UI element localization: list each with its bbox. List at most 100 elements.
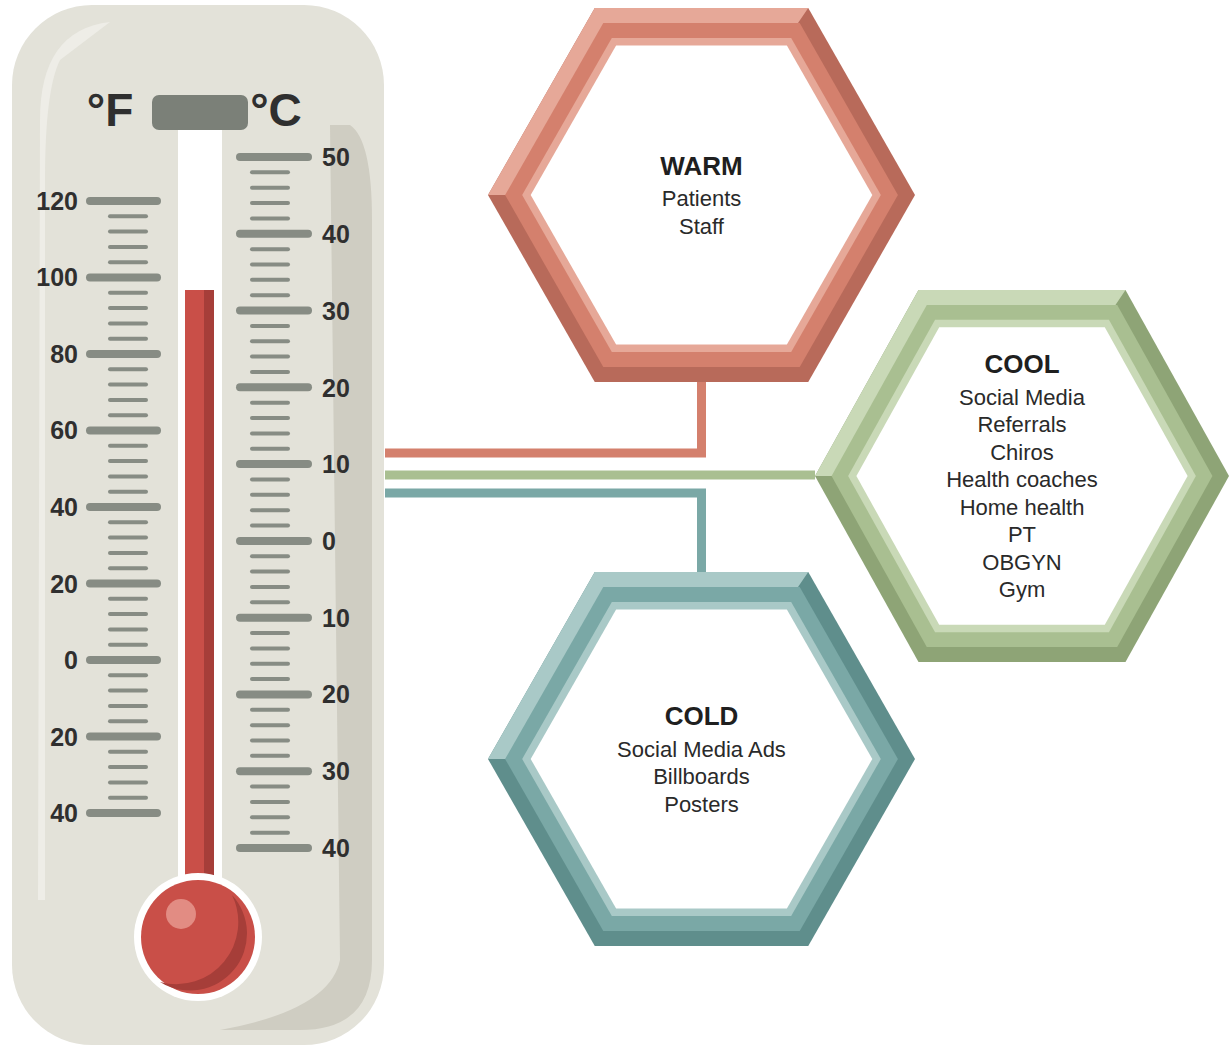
minor-tick [110, 612, 146, 616]
mercury-shade [204, 290, 214, 910]
minor-tick [252, 216, 288, 220]
minor-tick [110, 796, 146, 800]
minor-tick [110, 520, 146, 524]
minor-tick [252, 570, 288, 574]
minor-tick [252, 785, 288, 789]
major-tick [240, 230, 308, 238]
minor-tick [252, 631, 288, 635]
major-tick [240, 537, 308, 545]
hexagon-band [505, 23, 898, 367]
hexagon-heading: WARM [660, 150, 742, 184]
scale-number: 100 [36, 265, 78, 290]
minor-tick [110, 643, 146, 647]
glass-tube [178, 118, 222, 918]
minor-tick [252, 677, 288, 681]
unit-label: °F [87, 87, 134, 133]
list-item: Social Media Ads [617, 736, 786, 764]
scale-number: 40 [322, 836, 350, 861]
minor-tick [110, 474, 146, 478]
scale-number: 10 [322, 606, 350, 631]
hexagon-frame [488, 572, 915, 946]
minor-tick [110, 321, 146, 325]
minor-tick [252, 524, 288, 528]
scale-number: 80 [50, 342, 78, 367]
major-tick [240, 614, 308, 622]
thermometer: °F°C120100806040200204050403020100102030… [0, 0, 385, 1050]
scale-number: 30 [322, 299, 350, 324]
minor-tick [252, 262, 288, 266]
minor-tick [252, 585, 288, 589]
minor-tick [252, 431, 288, 435]
minor-tick [252, 401, 288, 405]
list-item: Posters [664, 791, 739, 819]
list-item: Patients [662, 185, 742, 213]
scale-number: 0 [64, 648, 78, 673]
minor-tick [252, 201, 288, 205]
list-item: OBGYN [982, 549, 1061, 577]
minor-tick [110, 260, 146, 264]
minor-tick [110, 306, 146, 310]
hexagon-face [856, 327, 1187, 625]
hexagon-frame [815, 290, 1229, 662]
minor-tick [110, 689, 146, 693]
minor-tick [110, 459, 146, 463]
minor-tick [252, 339, 288, 343]
hexagon-face [531, 609, 873, 908]
minor-tick [252, 324, 288, 328]
bulb-highlight [166, 899, 196, 929]
hexagon-text-group: COOLSocial MediaReferralsChirosHealth co… [815, 290, 1229, 662]
hexagon-face [531, 45, 873, 344]
minor-tick [252, 554, 288, 558]
scale-number: 30 [322, 759, 350, 784]
mercury-column [185, 290, 214, 910]
major-tick [240, 844, 308, 852]
minor-tick [110, 245, 146, 249]
minor-tick [110, 214, 146, 218]
minor-tick [252, 723, 288, 727]
minor-tick [110, 291, 146, 295]
minor-tick [110, 413, 146, 417]
list-item: Staff [679, 213, 724, 241]
minor-tick [252, 416, 288, 420]
hexagon-band [505, 587, 898, 931]
bulb [141, 880, 255, 994]
minor-tick [252, 646, 288, 650]
minor-tick [110, 444, 146, 448]
scale-number: 40 [50, 801, 78, 826]
minor-tick [252, 508, 288, 512]
major-tick [90, 809, 157, 817]
minor-tick [110, 566, 146, 570]
bulb-shade [160, 895, 247, 991]
hexagon-inner-edge [522, 38, 881, 352]
major-tick [240, 153, 308, 161]
minor-tick [110, 398, 146, 402]
list-item: Social Media [959, 384, 1085, 412]
scale-number: 50 [322, 145, 350, 170]
major-tick [90, 274, 157, 282]
minor-tick [110, 551, 146, 555]
list-item: Health coaches [946, 466, 1098, 494]
list-item: PT [1008, 521, 1036, 549]
scale-number: 0 [322, 529, 336, 554]
hexagon-inner-edge [848, 320, 1196, 632]
minor-tick [252, 754, 288, 758]
connector-line [385, 471, 815, 480]
minor-tick [110, 490, 146, 494]
scale-number: 20 [50, 572, 78, 597]
minor-tick [110, 719, 146, 723]
minor-tick [252, 278, 288, 282]
minor-tick [252, 662, 288, 666]
minor-tick [252, 186, 288, 190]
scale-number: 60 [50, 418, 78, 443]
scale-number: 20 [50, 725, 78, 750]
minor-tick [110, 230, 146, 234]
list-item: Billboards [653, 763, 750, 791]
major-tick [90, 427, 157, 435]
minor-tick [110, 704, 146, 708]
bulb-rim [134, 873, 262, 1001]
tube-cap [152, 95, 248, 130]
hexagon-heading: COLD [665, 700, 739, 734]
minor-tick [110, 383, 146, 387]
cold-hexagon: COLDSocial Media AdsBillboardsPosters [488, 572, 915, 946]
minor-tick [110, 536, 146, 540]
